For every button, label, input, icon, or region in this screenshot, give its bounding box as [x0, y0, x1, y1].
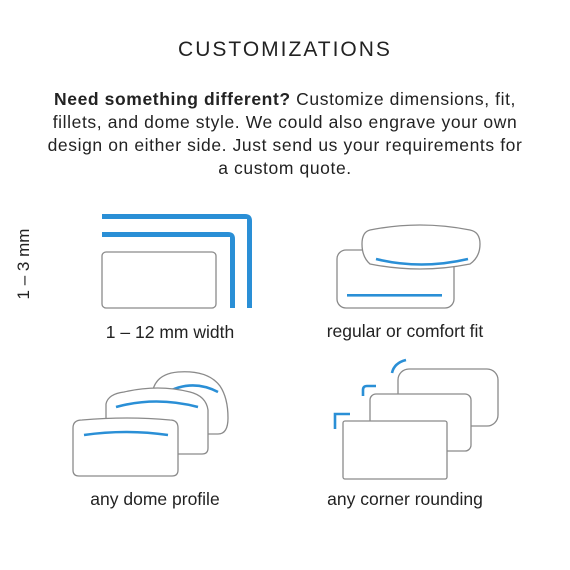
fit-caption: regular or comfort fit — [326, 321, 484, 341]
corner-indicator-large — [390, 358, 407, 374]
regular-fit-line — [347, 294, 442, 297]
dome-curve-low — [83, 430, 169, 437]
corner-band-small — [342, 420, 448, 480]
description-lead: Need something different? — [54, 89, 291, 109]
description-body: Customize dimensions, fit, fillets, and … — [47, 89, 523, 178]
corner-indicator-small — [333, 412, 350, 429]
height-range-label: 1 – 3 mm — [14, 228, 33, 300]
width-band-small — [101, 251, 217, 309]
corner-caption: any corner rounding — [327, 489, 483, 509]
corner-illustration — [333, 358, 499, 480]
width-caption: 1 – 12 mm width — [105, 322, 235, 342]
dome-band-low — [72, 417, 179, 477]
comfort-fit-band — [361, 224, 481, 270]
dome-illustration — [72, 371, 229, 477]
dome-caption: any dome profile — [90, 489, 220, 509]
corner-indicator-medium — [361, 384, 376, 396]
description-text: Need something different? Customize dime… — [40, 88, 530, 180]
comfort-fit-curve — [375, 257, 469, 266]
page-title: CUSTOMIZATIONS — [178, 38, 392, 61]
dome-curve-medium — [115, 400, 199, 409]
width-illustration — [101, 214, 252, 309]
fit-illustration — [336, 224, 481, 309]
